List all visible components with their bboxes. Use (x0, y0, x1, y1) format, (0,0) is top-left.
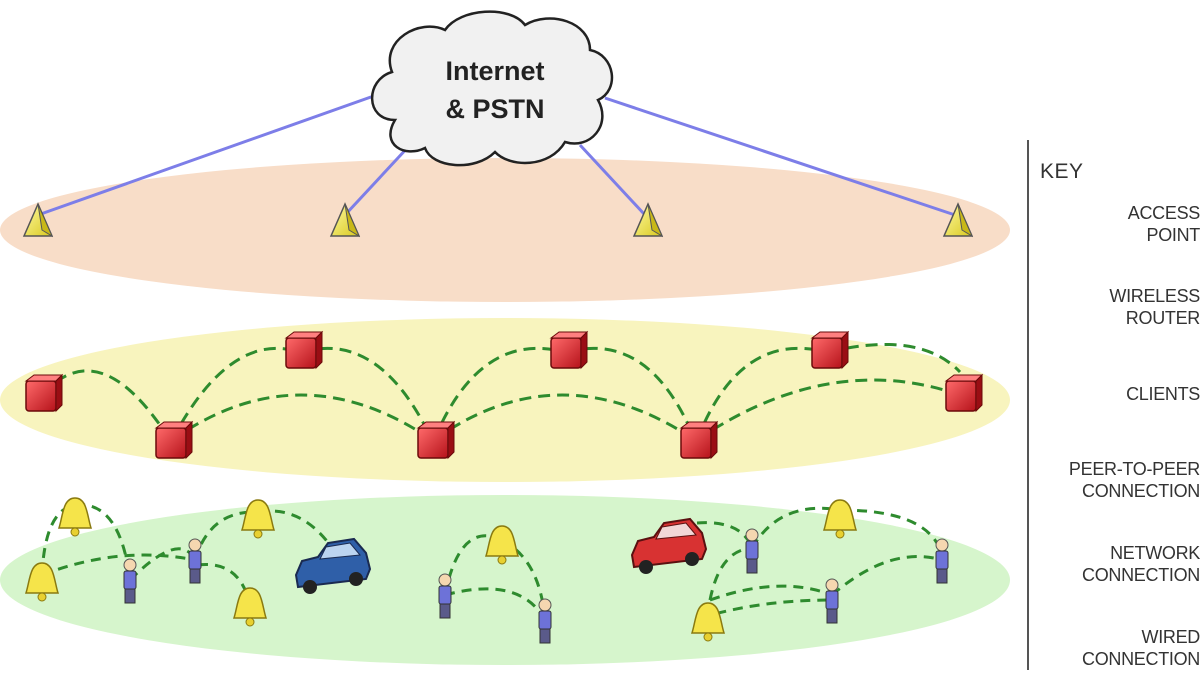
client-user (745, 528, 759, 574)
access-point (22, 202, 54, 238)
client-device (24, 562, 60, 602)
client-device (57, 497, 93, 537)
access-point (632, 202, 664, 238)
client-user (538, 598, 552, 644)
key-item-access-point: ACCESS POINT (1030, 202, 1200, 246)
key-item-line1: WIRELESS (1109, 286, 1200, 306)
key-divider (1027, 140, 1029, 670)
client-device (232, 587, 268, 627)
access-point (942, 202, 974, 238)
client-layer (0, 495, 1010, 665)
key-item-network-connection: NETWORK CONNECTION (1030, 542, 1200, 586)
wireless-router (416, 420, 456, 460)
wired-connections (37, 90, 956, 217)
key-item-line2: POINT (1146, 225, 1200, 245)
wireless-router (284, 330, 324, 370)
key-item-peer-to-peer-connection: PEER-TO-PEER CONNECTION (1030, 458, 1200, 502)
client-user (438, 573, 452, 619)
cloud-label-line2: & PSTN (445, 94, 544, 124)
key-item-line2: CONNECTION (1082, 649, 1200, 669)
access-point-layer (0, 158, 1010, 302)
key-item-line2: ROUTER (1125, 308, 1200, 328)
client-user (825, 578, 839, 624)
wireless-router (944, 373, 984, 413)
access-point (329, 202, 361, 238)
client-car-red (630, 517, 708, 574)
client-user (188, 538, 202, 584)
key-item-line2: CONNECTION (1082, 565, 1200, 585)
client-users (123, 528, 949, 644)
client-device (484, 525, 520, 565)
cloud-label-line1: Internet (445, 56, 544, 86)
wireless-router (810, 330, 850, 370)
key-item-line1: CLIENTS (1126, 384, 1200, 404)
client-user (123, 558, 137, 604)
wireless-router (679, 420, 719, 460)
client-device (822, 499, 858, 539)
client-device (690, 602, 726, 642)
client-device (240, 499, 276, 539)
key-item-line1: ACCESS (1127, 203, 1200, 223)
key-item-wired-connection: WIRED CONNECTION (1030, 626, 1200, 670)
key-item-line1: WIRED (1141, 627, 1200, 647)
internet-cloud: Internet & PSTN (370, 10, 614, 167)
access-points (22, 202, 974, 238)
client-user (935, 538, 949, 584)
key-item-wireless-router: WIRELESS ROUTER (1030, 285, 1200, 329)
key-item-line1: PEER-TO-PEER (1068, 459, 1200, 479)
wireless-router (154, 420, 194, 460)
key-item-clients: CLIENTS (1030, 383, 1200, 405)
wireless-routers (24, 330, 984, 460)
client-car-blue (294, 537, 372, 594)
network-diagram: Internet & PSTN (0, 10, 1010, 665)
key-item-line1: NETWORK (1110, 543, 1200, 563)
key-title: KEY (1040, 160, 1084, 183)
client-devices (24, 497, 858, 642)
wireless-router (549, 330, 589, 370)
router-layer (0, 318, 1010, 482)
wireless-router (24, 373, 64, 413)
key-item-line2: CONNECTION (1082, 481, 1200, 501)
